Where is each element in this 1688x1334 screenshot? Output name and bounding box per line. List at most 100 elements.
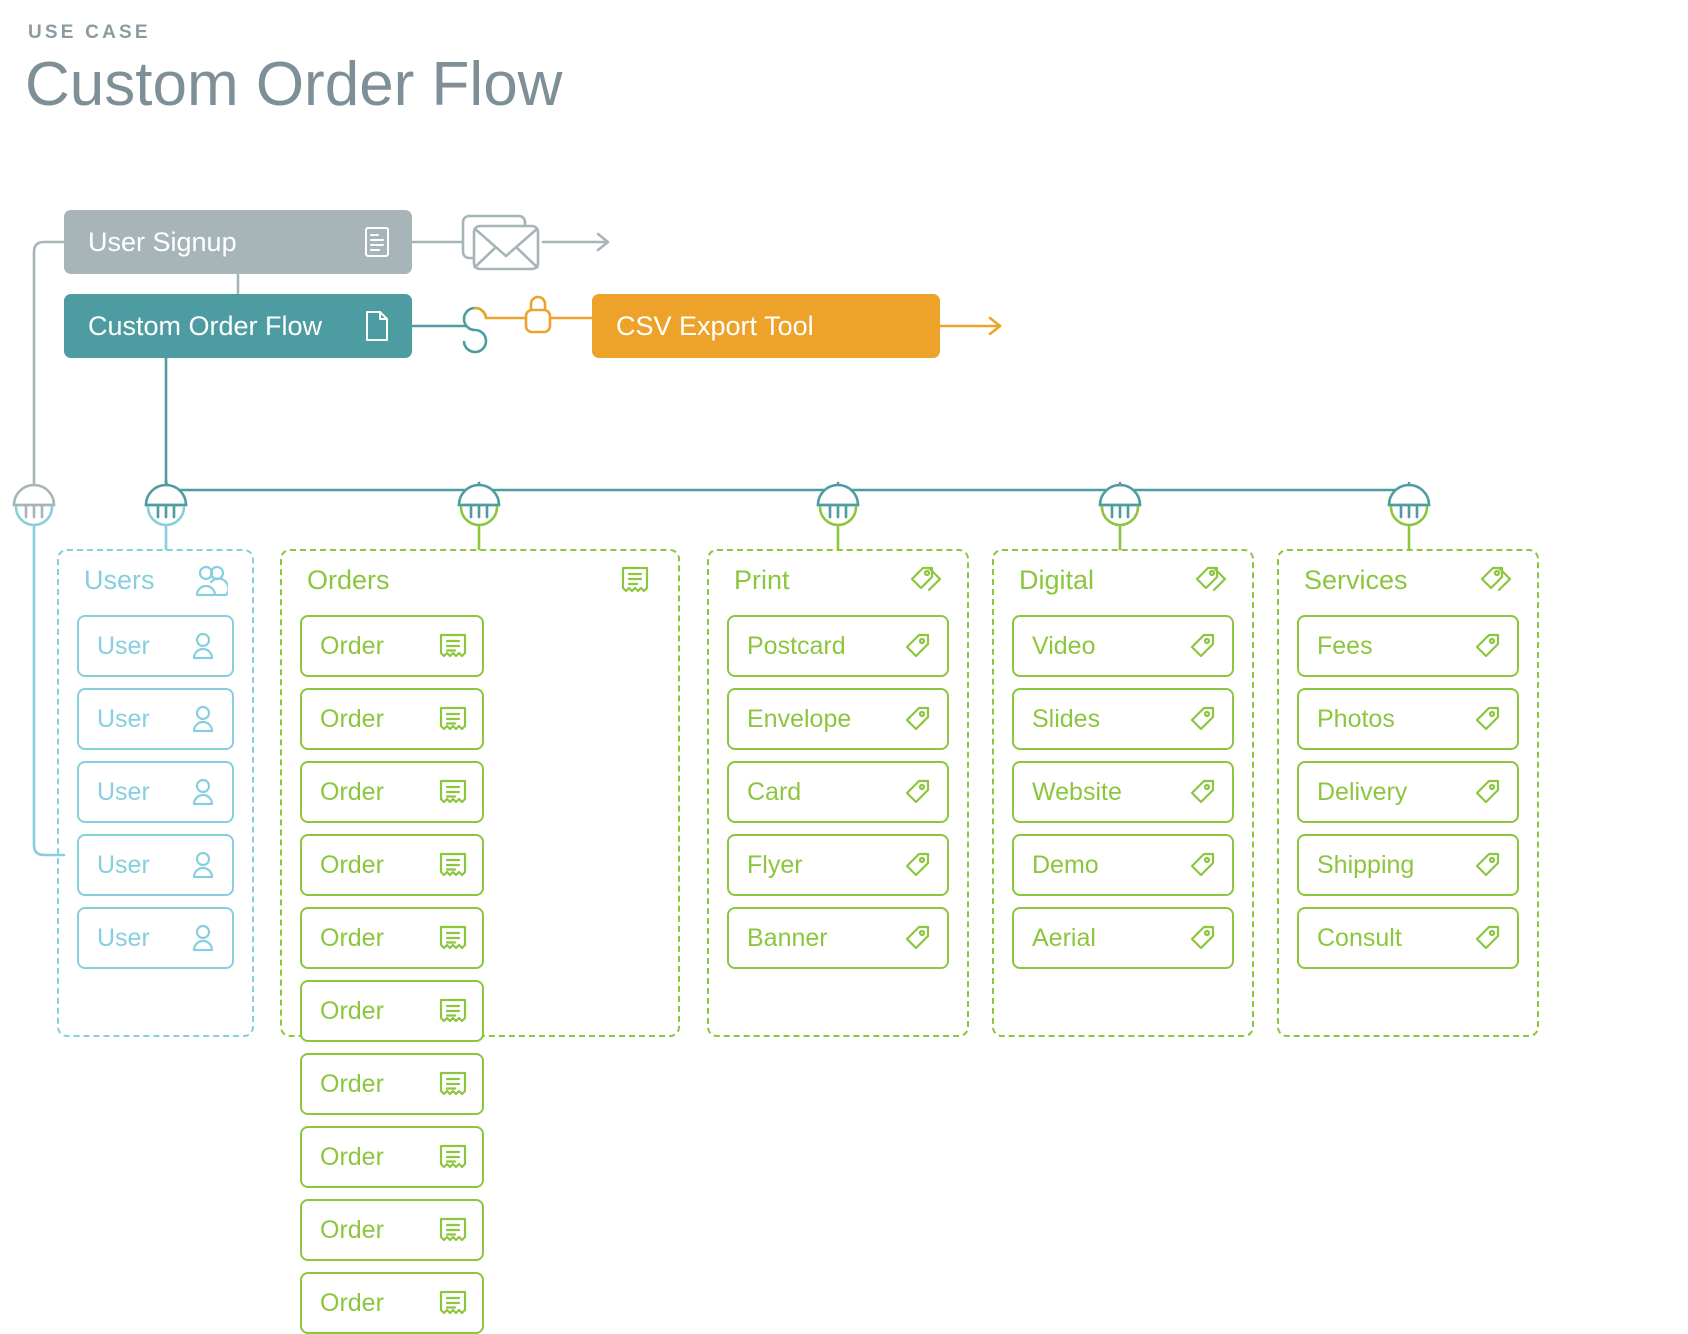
chip-label: Banner (747, 923, 828, 952)
tag-icon (1188, 850, 1218, 880)
tag-icon (903, 850, 933, 880)
chip-digital-0[interactable]: Video (1012, 615, 1234, 677)
chip-orders-9[interactable]: Order (300, 1272, 484, 1334)
plug-print-icon (816, 483, 860, 527)
lock-icon (524, 295, 552, 334)
chip-label: Order (320, 1215, 384, 1244)
receipt-icon (438, 923, 468, 953)
chip-services-1[interactable]: Photos (1297, 688, 1519, 750)
chip-label: Demo (1032, 850, 1099, 879)
node-user-signup-label: User Signup (88, 226, 237, 257)
user-icon (188, 704, 218, 734)
tags-icon (909, 565, 949, 599)
chip-orders-6[interactable]: Order (300, 1053, 484, 1115)
chip-services-0[interactable]: Fees (1297, 615, 1519, 677)
chip-orders-2[interactable]: Order (300, 761, 484, 823)
two-users-icon (194, 565, 234, 599)
chip-label: Postcard (747, 631, 846, 660)
chip-services-4[interactable]: Consult (1297, 907, 1519, 969)
chip-orders-0[interactable]: Order (300, 615, 484, 677)
chip-label: Aerial (1032, 923, 1096, 952)
chip-label: Order (320, 704, 384, 733)
chip-services-3[interactable]: Shipping (1297, 834, 1519, 896)
chip-orders-8[interactable]: Order (300, 1199, 484, 1261)
chip-label: Order (320, 1288, 384, 1317)
chip-label: Order (320, 777, 384, 806)
chip-orders-1[interactable]: Order (300, 688, 484, 750)
node-custom-order-flow-label: Custom Order Flow (88, 310, 323, 341)
receipt-icon (438, 777, 468, 807)
chip-label: Video (1032, 631, 1096, 660)
chip-print-4[interactable]: Banner (727, 907, 949, 969)
page-icon (360, 309, 394, 343)
tag-icon (903, 704, 933, 734)
chip-users-0[interactable]: User (77, 615, 234, 677)
chip-label: User (97, 777, 150, 806)
chip-label: Order (320, 850, 384, 879)
tag-icon (903, 777, 933, 807)
chip-digital-2[interactable]: Website (1012, 761, 1234, 823)
chip-print-0[interactable]: Postcard (727, 615, 949, 677)
receipt-icon (438, 996, 468, 1026)
node-custom-order-flow[interactable]: Custom Order Flow (64, 294, 412, 358)
chip-services-2[interactable]: Delivery (1297, 761, 1519, 823)
envelope-icon (461, 214, 540, 271)
user-icon (188, 631, 218, 661)
panel-orders-title: Orders (307, 565, 390, 595)
chip-label: Shipping (1317, 850, 1415, 879)
receipt-icon (620, 565, 660, 599)
tag-icon (903, 923, 933, 953)
user-icon (188, 777, 218, 807)
chip-orders-5[interactable]: Order (300, 980, 484, 1042)
chip-print-3[interactable]: Flyer (727, 834, 949, 896)
panel-users-title: Users (84, 565, 155, 595)
chip-orders-7[interactable]: Order (300, 1126, 484, 1188)
receipt-icon (438, 631, 468, 661)
document-lines-icon (360, 225, 394, 259)
chip-users-3[interactable]: User (77, 834, 234, 896)
node-csv-export-tool[interactable]: CSV Export Tool (592, 294, 940, 358)
plug-services-icon (1387, 483, 1431, 527)
tags-icon (1479, 565, 1519, 599)
tag-icon (1473, 850, 1503, 880)
chip-label: Consult (1317, 923, 1402, 952)
diagram-canvas: USE CASE Custom Order Flow (12, 22, 1539, 1334)
chip-label: User (97, 704, 150, 733)
chip-digital-3[interactable]: Demo (1012, 834, 1234, 896)
node-user-signup[interactable]: User Signup (64, 210, 412, 274)
chip-orders-3[interactable]: Order (300, 834, 484, 896)
chip-digital-4[interactable]: Aerial (1012, 907, 1234, 969)
chip-orders-4[interactable]: Order (300, 907, 484, 969)
receipt-icon (438, 1142, 468, 1172)
chip-label: Website (1032, 777, 1122, 806)
tag-icon (1473, 777, 1503, 807)
chip-label: Photos (1317, 704, 1395, 733)
chip-label: Order (320, 1069, 384, 1098)
panel-digital-title: Digital (1019, 565, 1095, 595)
panel-print-title: Print (734, 565, 790, 595)
plug-users-icon (12, 483, 56, 527)
chip-print-1[interactable]: Envelope (727, 688, 949, 750)
chip-label: Delivery (1317, 777, 1408, 806)
chip-users-1[interactable]: User (77, 688, 234, 750)
chip-label: User (97, 631, 150, 660)
chip-print-2[interactable]: Card (727, 761, 949, 823)
chip-users-2[interactable]: User (77, 761, 234, 823)
tag-icon (1188, 777, 1218, 807)
tag-icon (1473, 704, 1503, 734)
tag-icon (1188, 631, 1218, 661)
eyebrow-label: USE CASE (28, 22, 151, 43)
node-csv-export-tool-label: CSV Export Tool (616, 310, 814, 341)
chip-digital-1[interactable]: Slides (1012, 688, 1234, 750)
chip-users-4[interactable]: User (77, 907, 234, 969)
chip-label: User (97, 923, 150, 952)
